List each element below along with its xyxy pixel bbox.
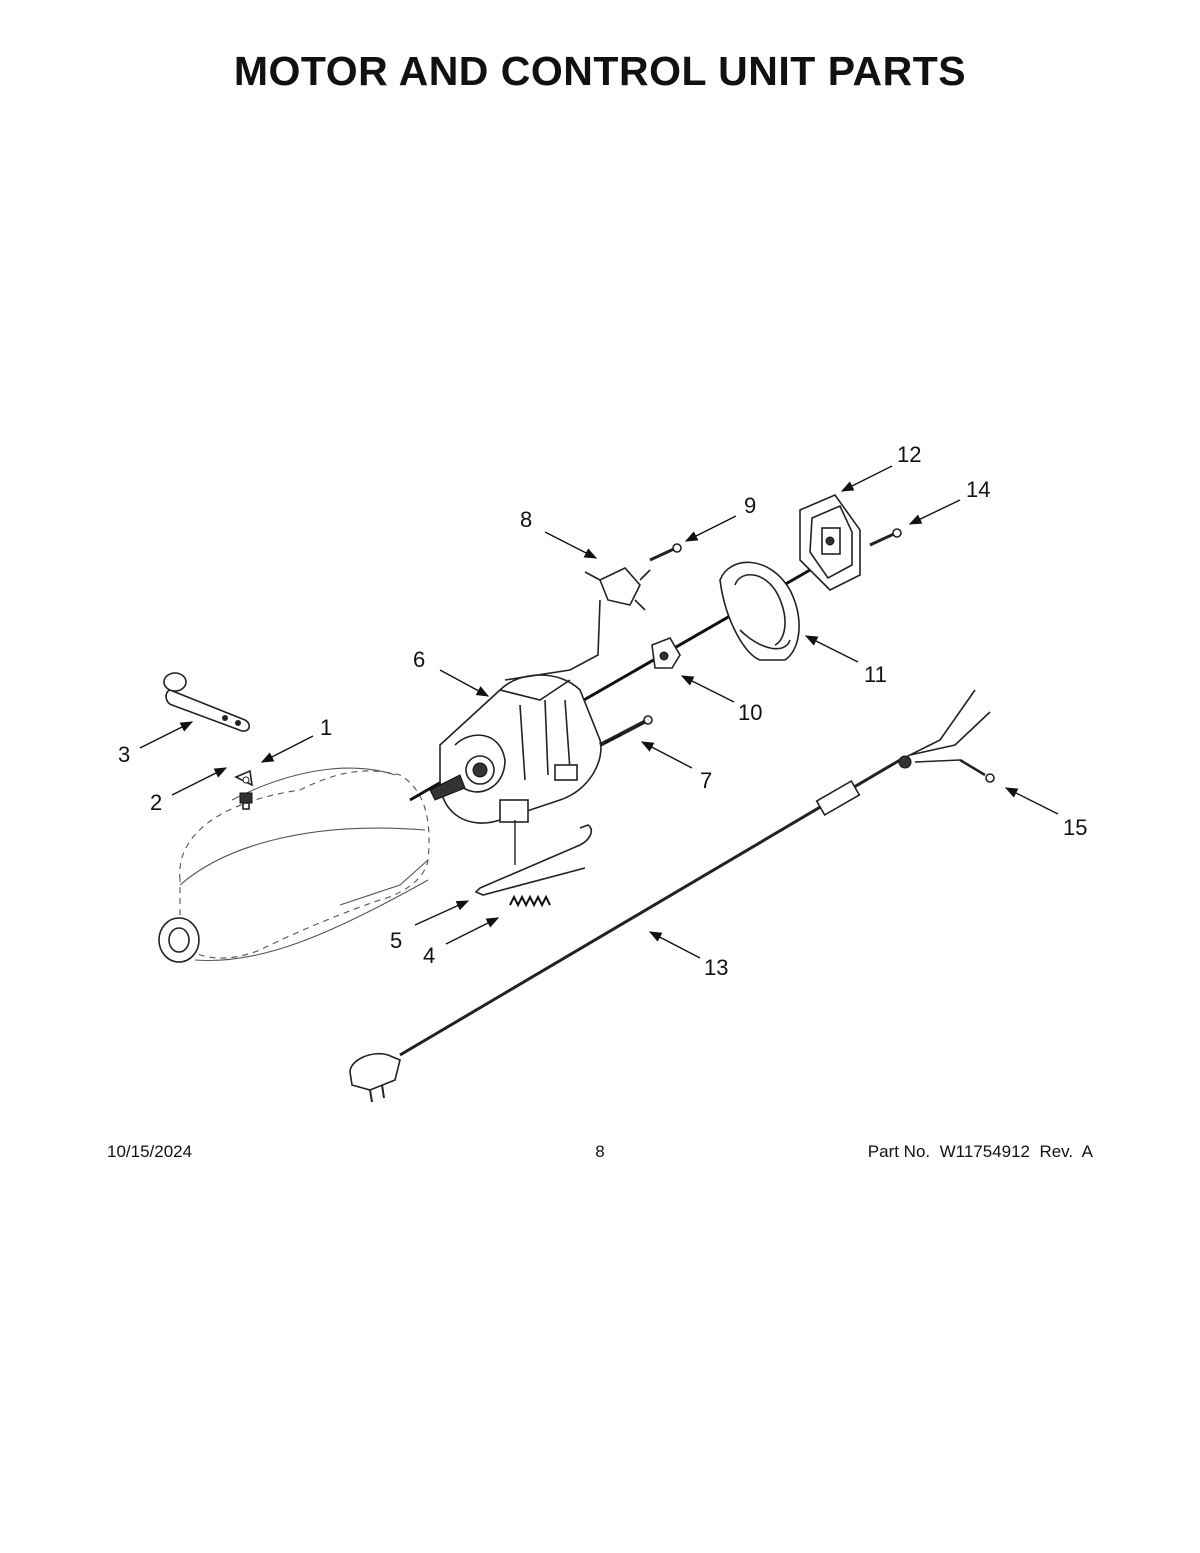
part-2-screw [239,792,253,810]
callout-10: 10 [738,700,762,725]
arrow-12 [840,465,893,492]
part-9-screw [649,543,682,562]
callout-6: 6 [413,647,425,672]
arrow-3 [139,721,194,749]
callout-15: 15 [1063,815,1087,840]
part-4-spring [509,894,551,908]
callout-11: 11 [864,662,887,687]
page-title: MOTOR AND CONTROL UNIT PARTS [233,48,967,94]
footer-page-number: 8 [595,1142,605,1161]
part-12-control-board [799,494,861,591]
part-6-motor [429,674,602,824]
part-5-rod [474,820,592,896]
arrow-9 [684,515,737,542]
arrow-2 [171,767,228,796]
part-14-screw [869,528,902,547]
callout-13: 13 [704,955,728,980]
arrow-5 [414,900,470,926]
part-7-screw [599,715,653,747]
part-10-sensor [651,637,681,669]
part-15-screw [959,758,995,783]
callout-numbers: 1 2 3 4 5 6 7 8 9 10 11 12 13 14 15 [118,442,1087,980]
part-13-power-cord [349,689,991,1103]
footer-date: 10/15/2024 [107,1142,193,1161]
part-11-ring [719,561,800,661]
callout-7: 7 [700,768,712,793]
arrow-14 [908,499,961,525]
arrow-4 [445,917,500,945]
part-8-switch [504,567,651,681]
callout-4: 4 [423,943,435,968]
arrow-13 [648,931,701,959]
arrow-11 [804,635,859,663]
callout-8: 8 [520,507,532,532]
arrow-7 [640,741,693,769]
arrow-10 [680,675,735,703]
arrow-1 [260,735,314,763]
arrow-8 [544,531,598,559]
arrow-15 [1004,787,1059,815]
callout-2: 2 [150,790,162,815]
part-3-bracket [163,672,251,732]
callout-9: 9 [744,493,756,518]
callout-arrows [139,465,1059,959]
arrow-6 [439,669,490,697]
callout-5: 5 [390,928,402,953]
callout-12: 12 [897,442,921,467]
mixer-housing-outline [158,767,430,963]
part-1-washer [234,769,254,787]
footer-part-number: Part No. W11754912 Rev. A [867,1142,1093,1161]
callout-3: 3 [118,742,130,767]
callout-1: 1 [320,715,332,740]
callout-14: 14 [966,477,990,502]
